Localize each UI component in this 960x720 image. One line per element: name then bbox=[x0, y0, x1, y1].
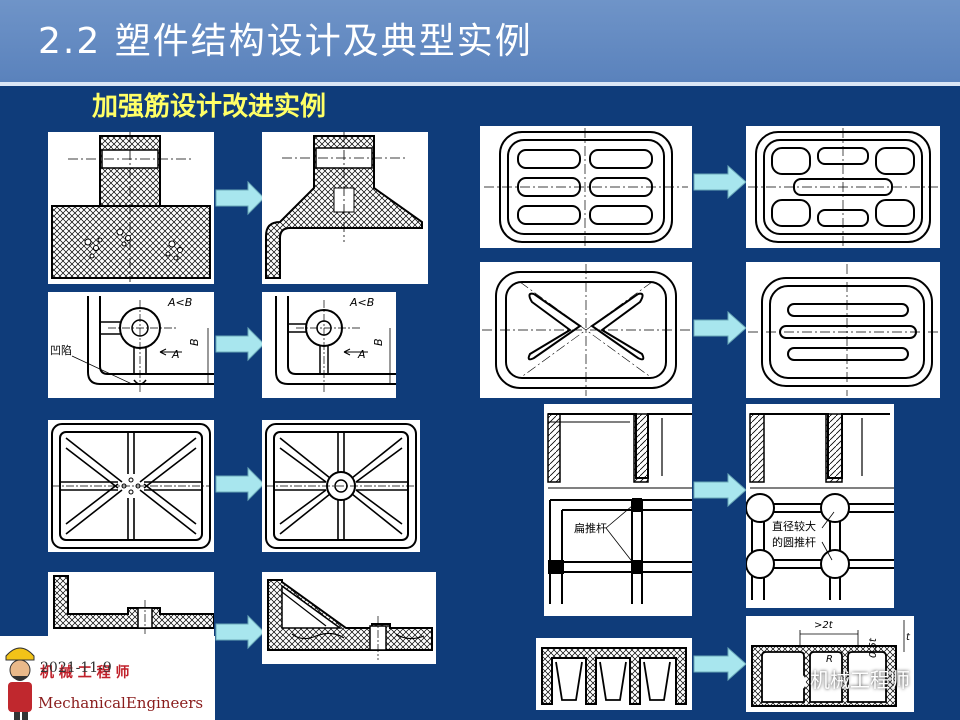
arrow-right-icon bbox=[693, 472, 747, 508]
diagram-boss-sink-original: A<B 凹陷 A B bbox=[48, 292, 214, 398]
label-dim-b: B bbox=[372, 338, 385, 346]
diagram-tapered-ribs-original bbox=[536, 638, 692, 710]
wechat-icon bbox=[784, 672, 806, 691]
label-sink: 凹陷 bbox=[50, 343, 72, 357]
diagram-ejector-flat: 扁推杆 bbox=[544, 404, 692, 616]
wechat-account-name: 机械工程师 bbox=[810, 668, 910, 692]
diagram-cross-ribs-improved bbox=[746, 262, 940, 398]
arrow-right-icon bbox=[215, 466, 265, 502]
diagram-slots-improved bbox=[746, 126, 940, 248]
brand-english: MechanicalEngineers bbox=[38, 694, 204, 712]
diagram-corner-improved bbox=[262, 572, 436, 664]
diagram-cross-ribs-original bbox=[480, 262, 692, 398]
diagram-boss-sink-improved: A<B A B bbox=[262, 292, 396, 398]
label-t: t bbox=[906, 632, 911, 643]
label-a-lt-b: A<B bbox=[349, 296, 374, 309]
section-subtitle: 加强筋设计改进实例 bbox=[92, 92, 327, 122]
title-bar bbox=[0, 0, 960, 82]
label-dim-a: A bbox=[357, 348, 366, 361]
label-radius: R bbox=[826, 654, 833, 665]
arrow-right-icon bbox=[215, 326, 265, 362]
diagram-ejector-round: 直径较大 的圆推杆 bbox=[746, 404, 894, 608]
brand-logo: 机 械 工 程 师 2021-11-9 MechanicalEngineers bbox=[0, 636, 215, 720]
arrow-right-icon bbox=[215, 180, 265, 216]
page-title: 2.2 塑件结构设计及典型实例 bbox=[38, 21, 533, 62]
diagram-slots-original bbox=[480, 126, 692, 248]
label-half-t: 0.5t bbox=[868, 637, 879, 658]
wechat-watermark: 机械工程师 bbox=[784, 664, 910, 693]
label-dim-b: B bbox=[188, 338, 201, 346]
engineer-mascot-icon bbox=[5, 647, 35, 720]
diagram-x-ribs-improved bbox=[262, 420, 420, 552]
label-round-pin-line2: 的圆推杆 bbox=[772, 535, 816, 549]
diagram-thick-boss-original bbox=[48, 132, 214, 284]
diagram-corner-original bbox=[48, 572, 214, 636]
footer-date: 2021-11-9 bbox=[40, 660, 112, 676]
label-a-lt-b: A<B bbox=[167, 296, 192, 309]
label-two-t: >2t bbox=[814, 620, 834, 631]
arrow-right-icon bbox=[215, 614, 265, 650]
arrow-right-icon bbox=[693, 164, 747, 200]
title-divider bbox=[0, 82, 960, 86]
arrow-right-icon bbox=[693, 646, 747, 682]
arrow-right-icon bbox=[693, 310, 747, 346]
label-dim-a: A bbox=[171, 348, 180, 361]
diagram-x-ribs-original bbox=[48, 420, 214, 552]
label-round-pin-line1: 直径较大 bbox=[772, 519, 816, 533]
diagram-thick-boss-improved bbox=[262, 132, 428, 284]
brand-chinese: 机 械 工 程 师 bbox=[40, 665, 130, 681]
label-flat-pin: 扁推杆 bbox=[574, 521, 607, 535]
